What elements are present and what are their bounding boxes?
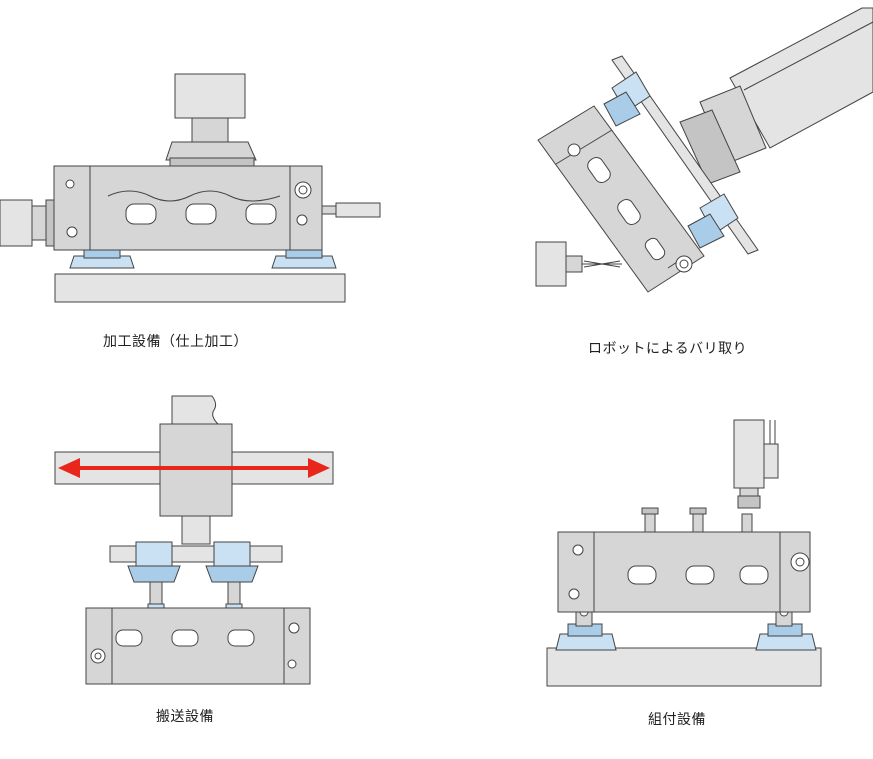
transfer-direction-arrow [58, 458, 330, 478]
assembly-illustration [546, 419, 822, 687]
gripper-left [127, 541, 181, 617]
bolts [641, 507, 753, 533]
machining-illustration [0, 73, 381, 303]
spindle-top [165, 73, 257, 167]
cylinder-head-block [53, 165, 323, 251]
tool-right [321, 202, 381, 218]
deburring-drill [535, 241, 622, 287]
tilted-cylinder-head-block [537, 105, 705, 293]
robot-arm [679, 7, 873, 185]
gripper-plate [603, 55, 759, 255]
caption-transfer: 搬送設備 [156, 709, 214, 725]
gripper-right [205, 541, 259, 617]
nutrunner [733, 419, 779, 509]
spindle-left [0, 199, 55, 247]
robot-deburring-illustration [535, 7, 873, 293]
assembly-cylinder-head-block [557, 531, 811, 613]
caption-assembly: 組付設備 [648, 712, 706, 728]
caption-robot-deburring: ロボットによるバリ取り [588, 341, 748, 357]
transferred-cylinder-head-block [85, 607, 311, 685]
transfer-illustration [54, 395, 334, 685]
caption-machining: 加工設備（仕上加工） [103, 334, 248, 350]
